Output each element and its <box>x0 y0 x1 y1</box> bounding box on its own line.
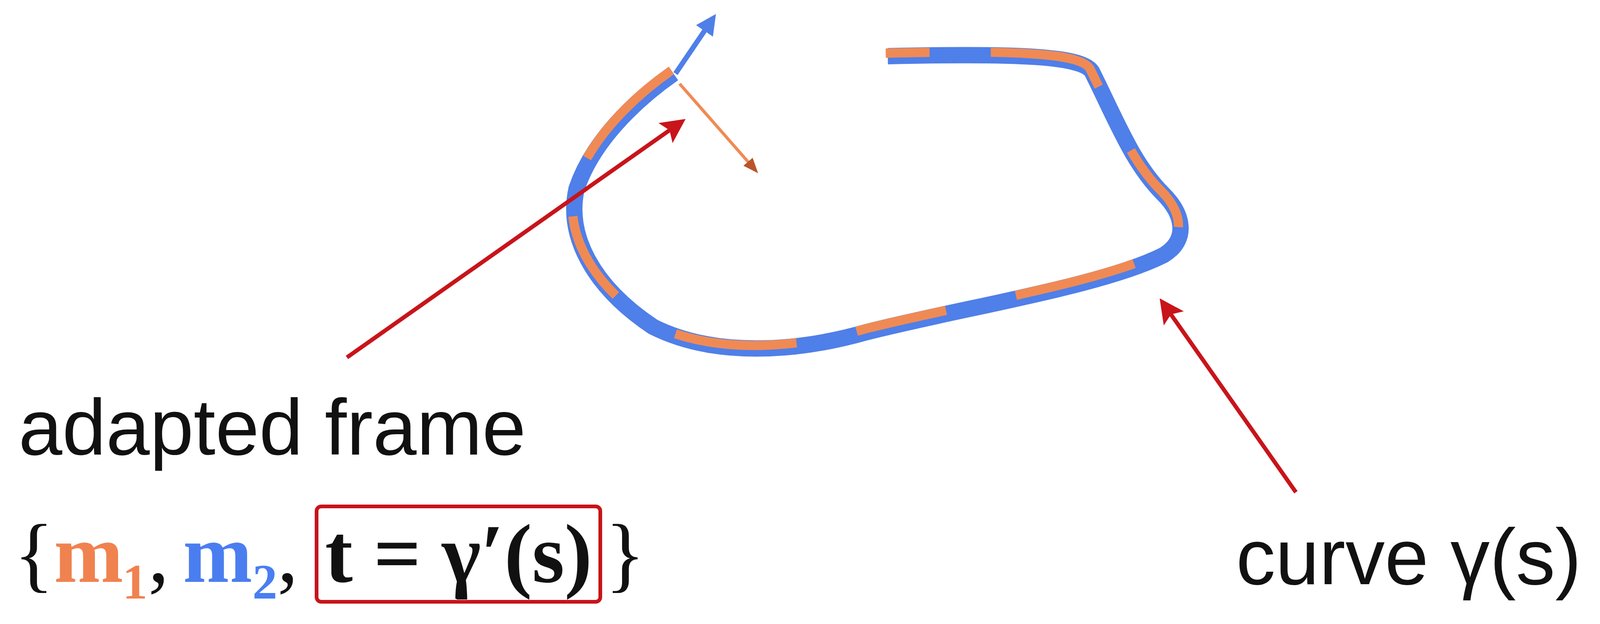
curve-label: curve γ(s) <box>1236 513 1582 601</box>
highlight-box: t = γ′(s) <box>314 504 603 604</box>
m1-vector <box>679 83 754 168</box>
formula-part: , <box>148 508 169 600</box>
formula-part: m₁ <box>53 508 149 600</box>
formula-part: m₂ <box>182 508 278 600</box>
formula-part: , <box>277 508 299 600</box>
m2-vector <box>675 22 711 74</box>
formula-part: { <box>13 508 54 600</box>
formula-part: } <box>604 508 645 600</box>
tangent-formula: t = γ′(s) <box>324 508 592 600</box>
ribbon-curve <box>572 51 1181 349</box>
leader-arrow <box>1165 306 1296 493</box>
leader-arrow <box>347 124 678 358</box>
formula: {m₁,m₂, t = γ′(s)} <box>13 504 646 604</box>
frame-label: adapted frame <box>18 384 526 471</box>
